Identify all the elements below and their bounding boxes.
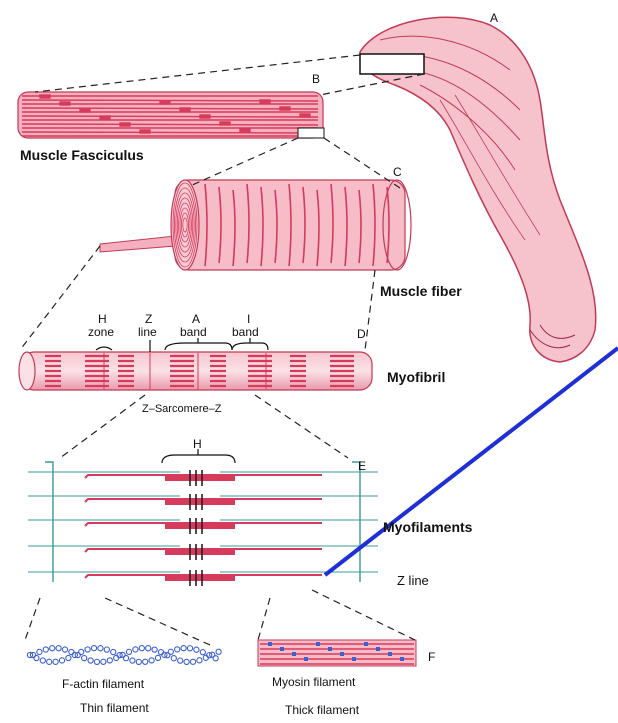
label-thick-filament: Thick filament [285,703,360,717]
label-myofibril: Myofibril [387,369,445,385]
label-a: A [490,11,498,25]
label-i-band-bottom: band [232,325,259,339]
label-z-line-bottom: line [138,325,157,339]
label-b: B [312,72,320,86]
myofilaments-illustration [28,461,378,586]
label-h-filament: H [193,437,202,451]
myofibril-illustration [18,351,373,391]
label-z-line-top: Z [145,312,152,326]
overlay-line [323,346,618,577]
label-h-zone-bottom: zone [88,325,114,339]
myosin-filament [257,639,417,667]
label-d: D [357,327,366,341]
arm-illustration [359,16,597,363]
label-sarcomere: Z–Sarcomere–Z [142,403,222,415]
label-thin-filament: Thin filament [80,701,149,715]
label-myofilaments: Myofilaments [383,519,473,535]
fasciculus-illustration [17,91,325,139]
label-i-band-top: I [247,312,250,326]
muscle-fiber-illustration [99,179,412,271]
zone-brackets [95,338,269,464]
label-muscle-fasciculus: Muscle Fasciculus [20,147,144,163]
label-a-band-bottom: band [180,325,207,339]
label-e: E [358,459,366,473]
connector-lines [19,54,425,646]
label-z-line: Z line [397,573,429,588]
label-myosin: Myosin filament [272,675,356,689]
label-c: C [393,165,402,179]
label-a-band-top: A [192,312,200,326]
label-f: F [428,650,435,664]
f-actin-filament [26,644,222,666]
label-muscle-fiber: Muscle fiber [380,283,462,299]
label-f-actin: F-actin filament [62,677,145,691]
label-h-zone-top: H [98,312,107,326]
